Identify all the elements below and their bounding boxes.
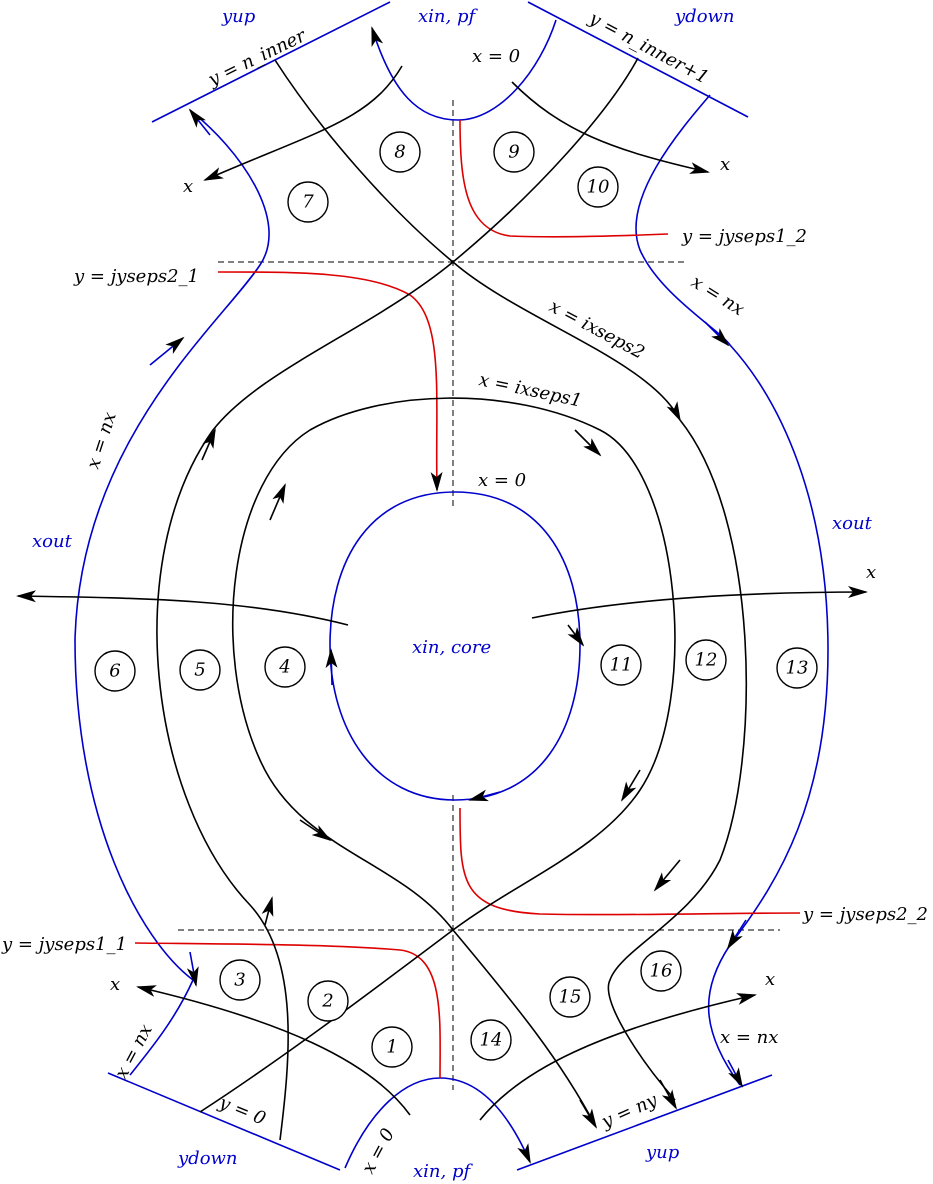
region-13: 13 [776,647,818,689]
ixseps1-arrow-top-right [574,429,602,457]
label-y-jyseps2-2: y = jyseps2_2 [802,904,928,925]
svg-text:9: 9 [508,142,519,163]
label-yup-bottom: yup [645,1142,680,1163]
svg-text:11: 11 [610,655,633,676]
branch-cut-jyseps1-1 [134,942,441,1079]
region-11: 11 [600,644,642,686]
svg-text:8: 8 [394,142,405,163]
branch-cut-jyseps2-2 [459,807,801,916]
svg-text:3: 3 [234,970,245,991]
region-7: 7 [287,181,329,223]
right-outer-boundary-arrow-upper [704,321,730,347]
svg-text:5: 5 [194,660,205,681]
svg-text:2: 2 [321,991,333,1012]
core-boundary-ellipse [329,491,581,801]
x-axis-line-left [16,590,349,626]
label-yup-top: yup [221,6,256,27]
ixseps1-arrow-bottom [579,1099,598,1129]
region-3: 3 [219,959,261,1001]
label-x-bottom-right: x [765,969,775,990]
x-axis-line-upper-right [511,81,710,174]
branch-cut-jyseps1-2 [459,119,669,238]
label-y0-bottom: y = 0 [215,1092,268,1130]
label-x-nx-bottom-left: x = nx [111,1021,157,1082]
left-outer-boundary-arrow-upper [149,336,185,366]
ixseps1-ring [199,397,676,1126]
label-x-nx-left: x = nx [83,409,121,471]
region-14: 14 [470,1019,512,1061]
right-outer-boundary-arrow-bottom [727,1059,743,1088]
right-outer-boundary-arrow-lower [726,919,747,950]
label-xout-right: xout [832,513,873,534]
x-axis-line-lower-right [479,993,757,1121]
label-ydown-bottom: ydown [177,1148,238,1169]
region-16: 16 [640,950,682,992]
region-10: 10 [577,166,619,208]
label-x0-top: x = 0 [472,46,520,67]
label-x-nx-bottom-right: x = nx [720,1027,778,1048]
label-x-top-left: x [183,176,193,197]
region-15: 15 [549,976,591,1018]
bottom-left-ydown-boundary [107,1072,341,1171]
svg-text:7: 7 [302,192,314,213]
svg-text:15: 15 [559,987,582,1008]
left-separatrix-outer [156,57,639,1141]
region-markers: 1 2 3 4 5 6 7 8 9 10 11 12 13 14 15 16 [94,131,818,1068]
svg-text:16: 16 [650,961,673,982]
bottom-right-yup-boundary [516,1074,773,1171]
svg-text:6: 6 [109,661,120,682]
label-x-nx-right-upper: x = nx [687,271,748,320]
svg-text:4: 4 [278,657,290,678]
label-y-jyseps1-1: y = jyseps1_1 [1,934,127,955]
svg-text:10: 10 [587,177,610,198]
x-axis-line-upper-left [203,65,403,181]
region-8: 8 [379,131,421,173]
top-left-yup-boundary [151,1,391,123]
left-outer-boundary-arrow-top [188,108,211,136]
region-9: 9 [493,131,535,173]
ixseps2-arrow-right-mid [653,859,681,892]
core-boundary-arrow-left [325,648,338,686]
left-separatrix-arrow-lower [261,896,274,926]
upper-pf-boundary [371,19,557,121]
label-y-ny: y = ny [598,1089,662,1133]
ixseps1-arrow-left [269,483,286,521]
ixseps1-arrow-lower-left [299,819,332,842]
label-y-jyseps2-1: y = jyseps2_1 [73,266,199,287]
label-xin-pf-top: xin, pf [418,6,478,27]
label-x-mid-right: x [866,562,876,583]
x-axis-line-right [531,586,868,619]
region-4: 4 [264,646,306,688]
label-y-jyseps1-2: y = jyseps1_2 [681,226,807,247]
ixseps1-arrow-right-lower [620,769,641,802]
region-6: 6 [94,650,136,692]
label-x-ixseps1: x = ixseps1 [477,369,584,411]
ixseps2-lower-right [607,419,748,1101]
label-xin-pf-bottom: xin, pf [413,1161,473,1182]
label-xout-left: xout [32,531,73,552]
branch-cut-jyseps2-1 [217,271,443,492]
region-5: 5 [179,649,221,691]
label-xin-core: xin, core [412,637,491,658]
label-ydown-top: ydown [674,6,735,27]
core-x-arrow [567,624,585,647]
x-axis-line-lower-left [136,985,411,1116]
svg-text:13: 13 [786,658,809,679]
svg-text:14: 14 [480,1030,503,1051]
region-12: 12 [685,639,727,681]
ixseps2-arrow-bottom [659,1079,677,1110]
ixseps2-separatrix-upper-left [274,59,681,422]
label-y-n-inner: y = n_inner [204,25,310,91]
left-outer-boundary-arrow-lower [186,951,199,987]
label-x0-core: x = 0 [478,470,526,491]
region-1: 1 [371,1026,413,1068]
svg-text:1: 1 [386,1037,397,1058]
left-separatrix-arrow-upper [201,428,216,461]
svg-text:12: 12 [695,650,718,671]
label-x-top-right: x [720,154,730,175]
label-x-bottom-left: x [110,974,120,995]
core-boundary-arrow-bottom [468,789,501,802]
region-2: 2 [307,980,349,1022]
